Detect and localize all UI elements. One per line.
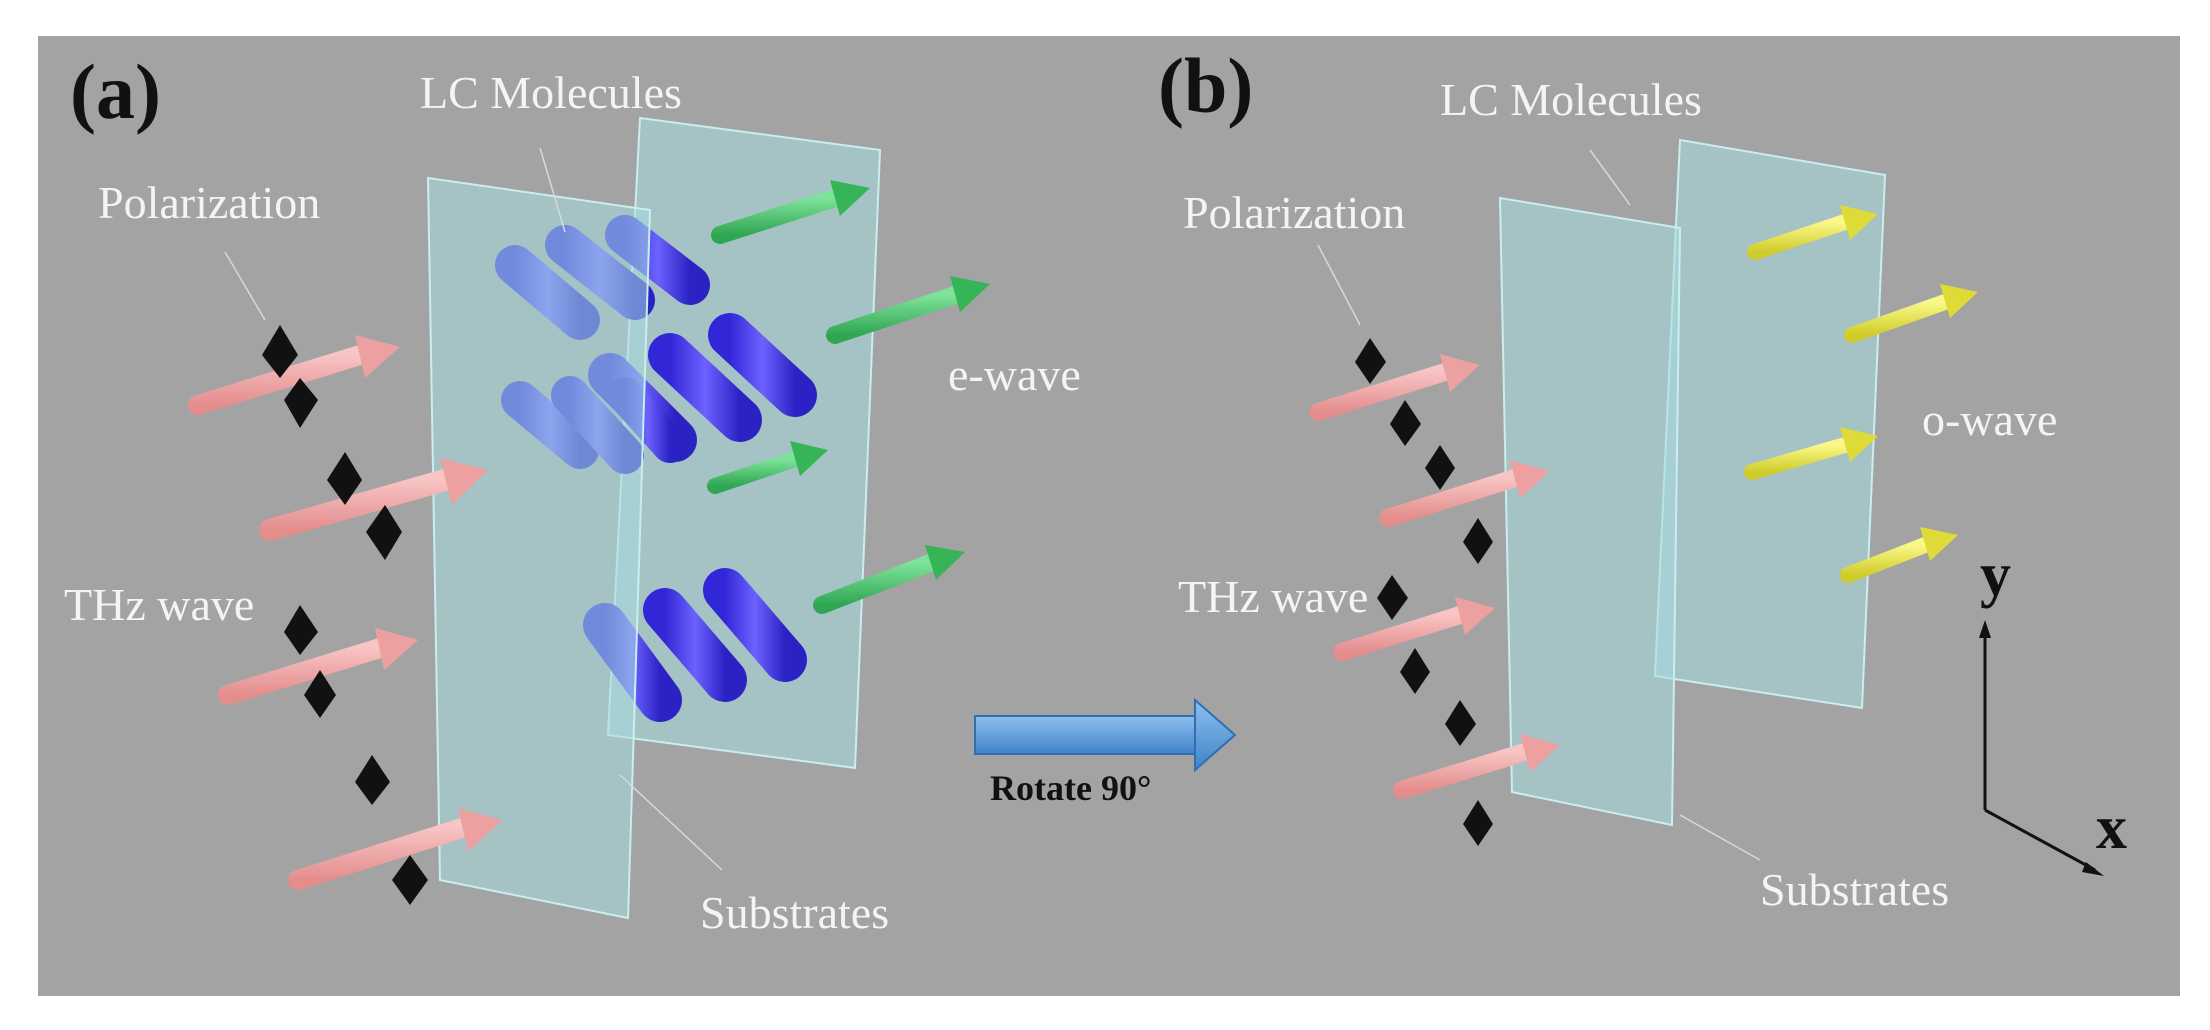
x-axis-label: x	[2096, 794, 2127, 862]
leader-line-substrates-b	[1679, 814, 1761, 861]
panel-b: y x (b) LC Molecules Polarization THz wa…	[1158, 42, 2127, 915]
panel-a: (a) LC Molecules Polarization THz wave S…	[64, 48, 1081, 938]
leader-line-polarization-a	[224, 251, 266, 321]
input-arrow	[1393, 734, 1560, 799]
output-arrow	[1744, 427, 1878, 480]
lc-molecules-label-b: LC Molecules	[1440, 74, 1702, 125]
lc-molecule	[643, 588, 747, 702]
rotate-arrow-shaft	[974, 715, 1201, 755]
output-arrow	[707, 441, 828, 494]
panel-b-letter: (b)	[1158, 42, 1253, 129]
substrates-label-b: Substrates	[1760, 864, 1949, 915]
polarization-marker	[1425, 445, 1493, 564]
thz-input-arrows-a	[188, 335, 502, 890]
substrates-label-a: Substrates	[700, 887, 889, 938]
polarization-marker	[284, 605, 336, 718]
lc-molecule	[703, 568, 807, 682]
input-arrow	[218, 628, 418, 705]
rotate-label: Rotate 90°	[990, 768, 1151, 808]
lc-molecule	[708, 313, 817, 417]
panel-a-letter: (a)	[70, 48, 161, 135]
leader-line-lc-b	[1589, 149, 1631, 206]
x-axis	[1984, 808, 2096, 872]
output-arrow	[1747, 205, 1878, 260]
polarization-label-a: Polarization	[98, 177, 320, 228]
thz-input-arrows-b	[1309, 354, 1560, 799]
polarization-markers-a	[262, 325, 428, 905]
input-arrow	[288, 808, 502, 890]
coordinate-axes: y x	[1979, 541, 2127, 876]
x-axis-head	[2082, 862, 2104, 876]
polarization-markers-b	[1355, 338, 1493, 846]
output-arrow	[711, 180, 870, 244]
polarization-marker	[1355, 338, 1421, 446]
lc-molecule	[648, 333, 762, 442]
lc-molecules-label-a: LC Molecules	[420, 67, 682, 118]
e-wave-arrows	[707, 180, 990, 614]
input-arrow	[259, 458, 488, 541]
o-wave-label: o-wave	[1922, 394, 2057, 445]
e-wave-label: e-wave	[948, 349, 1081, 400]
polarization-marker	[262, 325, 318, 428]
rotate-arrow-head	[1194, 697, 1237, 773]
thz-wave-label-b: THz wave	[1178, 571, 1368, 622]
polarization-marker	[327, 452, 402, 560]
y-axis-head	[1979, 620, 1991, 638]
leader-line-lc-a	[539, 147, 566, 233]
output-arrow	[1840, 527, 1958, 583]
polarization-marker	[1445, 700, 1493, 846]
y-axis-label: y	[1980, 541, 2011, 609]
output-arrow	[813, 545, 965, 614]
output-arrow	[1844, 284, 1978, 343]
o-wave-arrows	[1744, 205, 1978, 583]
substrate-front-b	[1498, 196, 1682, 827]
input-arrow	[1333, 597, 1495, 661]
leader-line-substrates-a	[619, 774, 723, 871]
leader-line-polarization-b	[1317, 244, 1361, 326]
polarization-label-b: Polarization	[1183, 187, 1405, 238]
thz-wave-label-a: THz wave	[64, 579, 254, 630]
input-arrow	[1309, 354, 1480, 421]
input-arrow	[1379, 460, 1550, 527]
output-arrow	[826, 276, 990, 344]
polarization-marker	[1377, 575, 1430, 694]
input-arrow	[188, 335, 400, 415]
rotate-transition: Rotate 90°	[974, 697, 1237, 808]
polarization-marker	[355, 755, 428, 905]
substrate-front-a	[426, 176, 652, 920]
